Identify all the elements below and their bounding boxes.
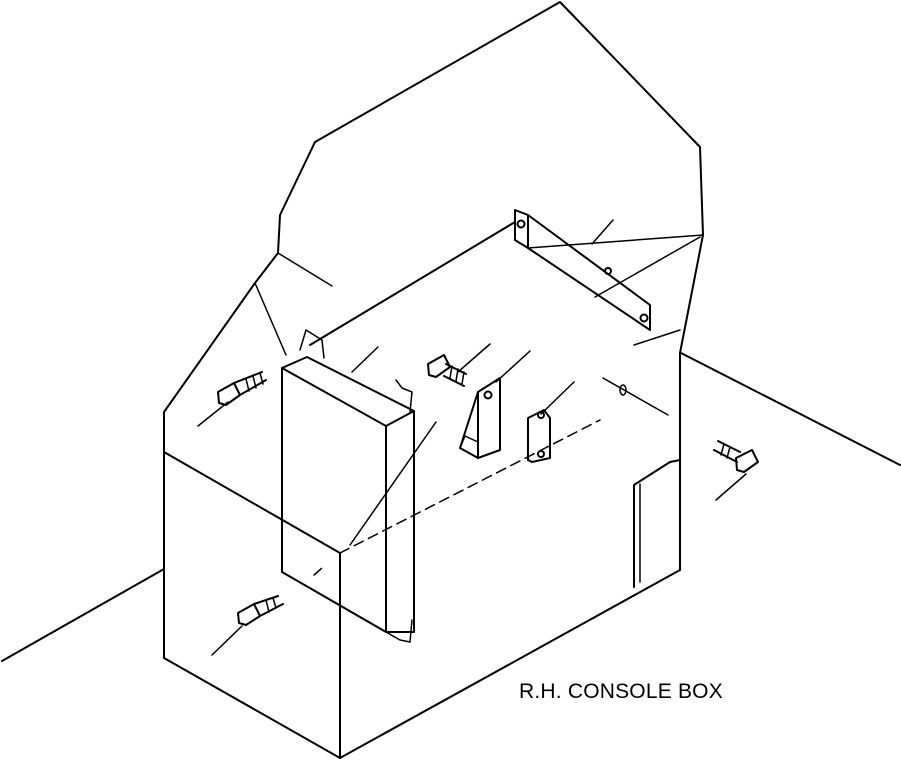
diagram-caption: R.H. CONSOLE BOX	[519, 680, 723, 703]
bolt-right	[713, 440, 759, 473]
console-box-body	[163, 221, 704, 759]
controller-box	[281, 329, 415, 643]
leader-lines	[197, 219, 747, 656]
rear-bracket-strip	[514, 209, 651, 331]
cab-back-wall	[163, 1, 704, 413]
small-screw-right	[619, 384, 627, 396]
floor-lines	[1, 352, 901, 662]
bolt-left-lower	[237, 595, 284, 626]
center-l-bracket	[459, 377, 501, 459]
bolt-center	[427, 354, 467, 387]
bolt-left-upper	[217, 371, 267, 406]
small-plate	[527, 409, 551, 463]
